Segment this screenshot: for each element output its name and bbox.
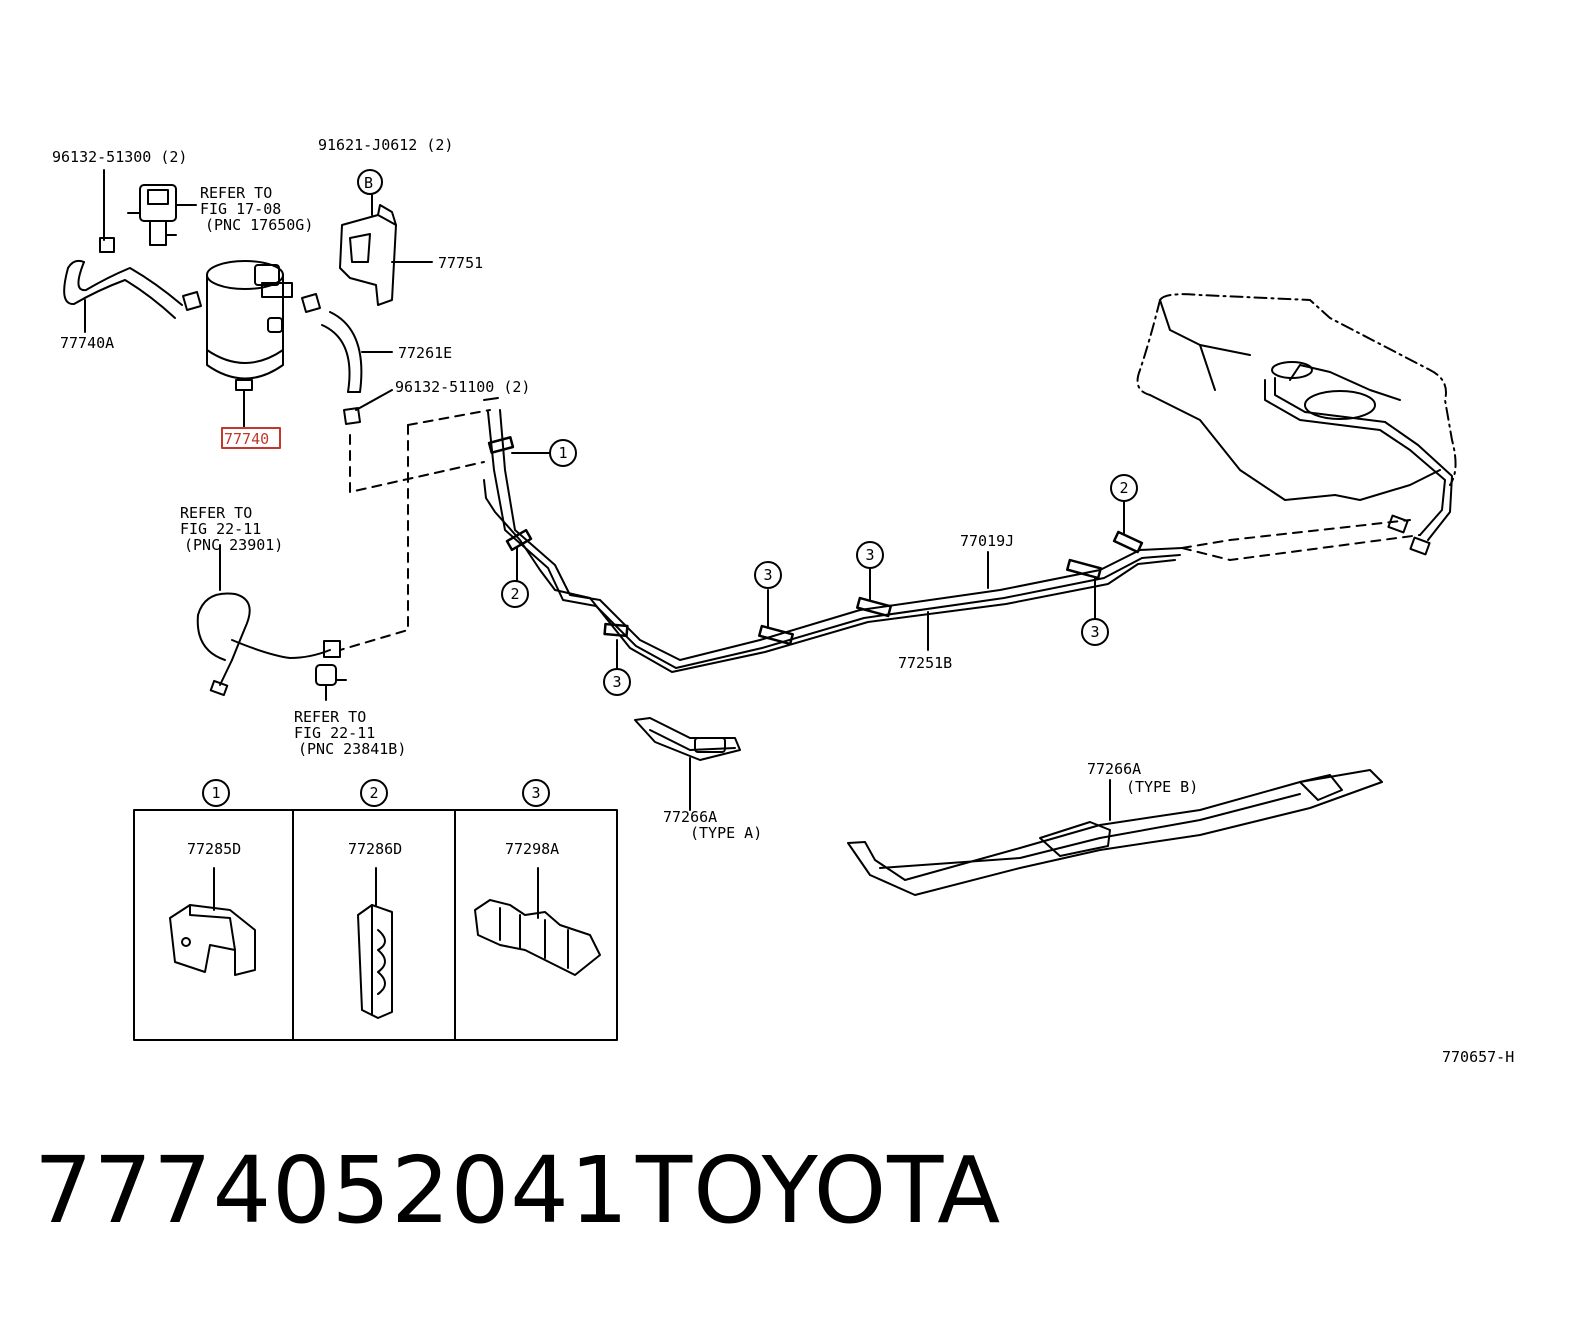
tube-clamps xyxy=(487,436,1144,646)
part-labels: 96132-51300 (2) REFER TO FIG 17-08 (PNC … xyxy=(52,136,1514,1066)
label-77019j: 77019J xyxy=(960,532,1014,550)
label-refer-23901-line2: FIG 22-11 xyxy=(180,520,261,538)
callout-number-3: 3 xyxy=(612,673,621,691)
label-77298a: 77298A xyxy=(505,840,559,858)
label-77286d: 77286D xyxy=(348,840,402,858)
label-refer-23841-line1: REFER TO xyxy=(294,708,366,726)
inset-header-1: 1 xyxy=(211,784,220,802)
callout-number-3: 3 xyxy=(763,566,772,584)
callout-b: B xyxy=(364,174,373,192)
vsv-valve xyxy=(127,184,197,246)
valve-23841b xyxy=(315,664,347,701)
label-77261e: 77261E xyxy=(398,344,452,362)
footer-part-number: 7774052041 xyxy=(34,1137,629,1244)
hose-clamp-left xyxy=(99,237,115,253)
label-refer-17-line2: FIG 17-08 xyxy=(200,200,281,218)
clamp-small xyxy=(182,291,202,311)
label-96132-51300: 96132-51300 (2) xyxy=(52,148,187,166)
inset-header-3: 3 xyxy=(531,784,540,802)
callout-number-2: 2 xyxy=(510,585,519,603)
callout-number-3: 3 xyxy=(865,546,874,564)
label-refer-23901-line3: (PNC 23901) xyxy=(184,536,283,554)
label-refer-23841-line2: FIG 22-11 xyxy=(294,724,375,742)
footer-brand: TOYOTA xyxy=(635,1137,1001,1244)
callout-b-circle xyxy=(357,169,383,195)
callout-number-3: 3 xyxy=(1090,623,1099,641)
fuel-tank xyxy=(1136,293,1457,556)
figure-code: 770657-H xyxy=(1442,1048,1514,1066)
callout-number-2: 2 xyxy=(1119,479,1128,497)
inset-header-2: 2 xyxy=(369,784,378,802)
callout-numbers: 1 2 3 3 3 3 2 1 2 3 xyxy=(211,444,1128,802)
label-96132-51100: 96132-51100 (2) xyxy=(395,378,530,396)
label-77251b: 77251B xyxy=(898,654,952,672)
clip-96132-51100 xyxy=(343,407,361,425)
label-refer-23901-line1: REFER TO xyxy=(180,504,252,522)
label-type-a: (TYPE A) xyxy=(690,824,762,842)
label-77266a-type-a: 77266A xyxy=(663,808,717,826)
label-type-b: (TYPE B) xyxy=(1126,778,1198,796)
label-refer-23841-line3: (PNC 23841B) xyxy=(298,740,406,758)
hose-77740a xyxy=(63,259,183,319)
clamp-inset-boxes xyxy=(133,809,618,1041)
label-77740-highlighted: 77740 xyxy=(224,430,269,448)
fuel-tube-assembly xyxy=(483,397,1183,673)
label-77285d: 77285D xyxy=(187,840,241,858)
charcoal-canister-77740 xyxy=(206,260,293,391)
clamp-small-2 xyxy=(301,293,321,313)
label-77740a: 77740A xyxy=(60,334,114,352)
hose-23901 xyxy=(196,544,341,697)
protector-77266a-type-a xyxy=(634,717,741,761)
label-91621: 91621-J0612 (2) xyxy=(318,136,453,154)
callout-number-1: 1 xyxy=(558,444,567,462)
bracket-77751 xyxy=(339,204,433,306)
label-refer-17-line1: REFER TO xyxy=(200,184,272,202)
highlight-box-77740 xyxy=(221,427,281,449)
hose-77261e xyxy=(321,311,363,393)
callout-circles xyxy=(202,439,1138,807)
protector-77266a-type-b xyxy=(847,769,1383,896)
label-refer-17-line3: (PNC 17650G) xyxy=(205,216,313,234)
dashed-connectors xyxy=(339,409,1421,651)
label-77266a-type-b: 77266A xyxy=(1087,760,1141,778)
label-77751: 77751 xyxy=(438,254,483,272)
